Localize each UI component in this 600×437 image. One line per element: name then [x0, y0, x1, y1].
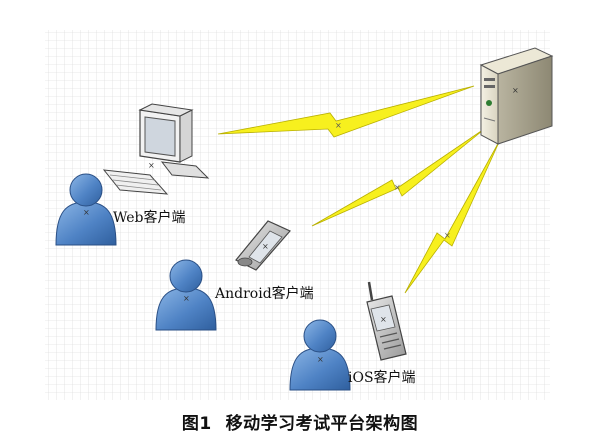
figure-number: 图1	[181, 414, 212, 434]
server-tower-icon: ×	[479, 47, 554, 145]
svg-text:×: ×	[380, 315, 387, 324]
svg-text:×: ×	[335, 121, 342, 130]
link-web-server: ×	[217, 85, 475, 138]
svg-text:×: ×	[394, 183, 401, 192]
user-person-icon: ×	[289, 319, 351, 391]
web-client-label: Web客户端	[113, 209, 186, 226]
svg-text:×: ×	[183, 294, 190, 303]
svg-text:×: ×	[512, 86, 519, 95]
svg-text:×: ×	[317, 355, 324, 364]
user-person-icon: ×	[155, 259, 217, 331]
figure-caption: 图1 移动学习考试平台架构图	[0, 409, 600, 434]
feature-phone-icon: ×	[366, 281, 407, 361]
ios-client-label: iOS客户端	[348, 369, 416, 386]
android-client-label: Android客户端	[214, 285, 314, 302]
smartphone-icon: ×	[235, 220, 291, 271]
desktop-computer-icon: ×	[102, 103, 210, 195]
svg-text:×: ×	[262, 242, 269, 251]
svg-text:×: ×	[83, 208, 90, 217]
svg-text:×: ×	[148, 161, 155, 170]
user-person-icon: ×	[55, 173, 117, 246]
svg-text:×: ×	[444, 231, 451, 240]
figure-title: 移动学习考试平台架构图	[225, 414, 419, 434]
